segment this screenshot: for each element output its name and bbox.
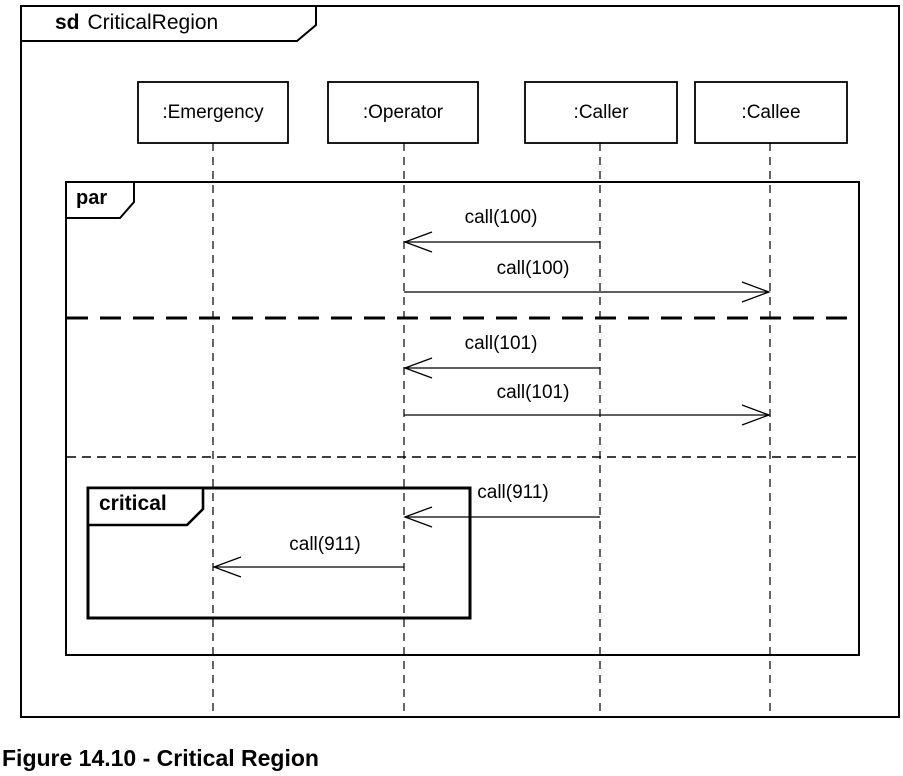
- head-box-callee: [694, 81, 848, 144]
- message-label-call101-1: call(101): [464, 333, 538, 354]
- arrowhead-call101-to-callee: [741, 404, 771, 426]
- head-box-emergency: [137, 81, 289, 144]
- par-fragment-frame: [65, 181, 860, 656]
- message-label-call100-2: call(100): [496, 258, 570, 279]
- sd-frame: [20, 5, 900, 718]
- message-label-call911-2: call(911): [289, 534, 361, 555]
- message-label-call100-1: call(100): [464, 207, 538, 228]
- lifeline-label-caller: :Caller: [573, 101, 629, 123]
- figure-caption: Figure 14.10 - Critical Region: [2, 745, 319, 771]
- lifeline-label-emergency: :Emergency: [162, 101, 264, 123]
- head-box-operator: [327, 81, 479, 144]
- critical-operator-label: critical: [99, 492, 167, 515]
- diagram-title: sd CriticalRegion: [55, 11, 218, 35]
- head-box-caller: [524, 81, 678, 144]
- sd-name: CriticalRegion: [87, 11, 219, 34]
- lifeline-label-callee: :Callee: [741, 101, 801, 123]
- critical-label-pentagon: [86, 486, 205, 527]
- message-label-call911-1: call(911): [474, 482, 552, 504]
- message-label-call101-2: call(101): [496, 382, 570, 403]
- lifeline-label-operator: :Operator: [362, 101, 444, 123]
- arrowhead-call911-to-operator: [403, 506, 433, 528]
- arrowhead-call100-to-operator: [403, 231, 433, 253]
- par-operator-label: par: [76, 187, 108, 209]
- arrowhead-call100-to-callee: [741, 281, 771, 303]
- sd-title-tab: [20, 5, 317, 42]
- sd-keyword: sd: [55, 11, 80, 34]
- arrowhead-call911-to-emergency: [212, 556, 242, 578]
- critical-region-frame: [86, 486, 472, 620]
- par-label-pentagon: [65, 181, 135, 219]
- arrowhead-call101-to-operator: [403, 357, 433, 379]
